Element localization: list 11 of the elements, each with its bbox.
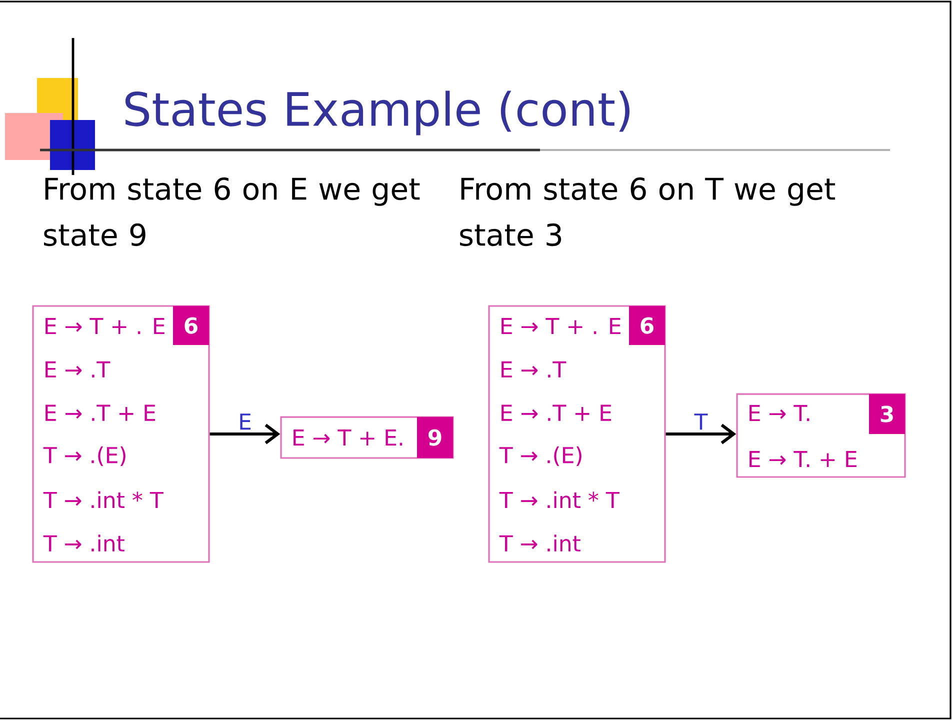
- state-number-badge: 6: [629, 306, 665, 345]
- edge-label: T: [694, 414, 708, 430]
- state-number-badge: 6: [173, 306, 209, 345]
- body-text: From state 6 on T we get state 3: [460, 177, 836, 246]
- state-number-badge: 3: [869, 394, 905, 434]
- arrow: [666, 424, 736, 444]
- slide-title: States Example (cont): [125, 90, 630, 136]
- body-text: From state 6 on E we get state 9: [44, 177, 420, 246]
- edge-label: E: [240, 414, 251, 430]
- state-number-badge: 9: [417, 417, 453, 458]
- arrow: [210, 424, 280, 444]
